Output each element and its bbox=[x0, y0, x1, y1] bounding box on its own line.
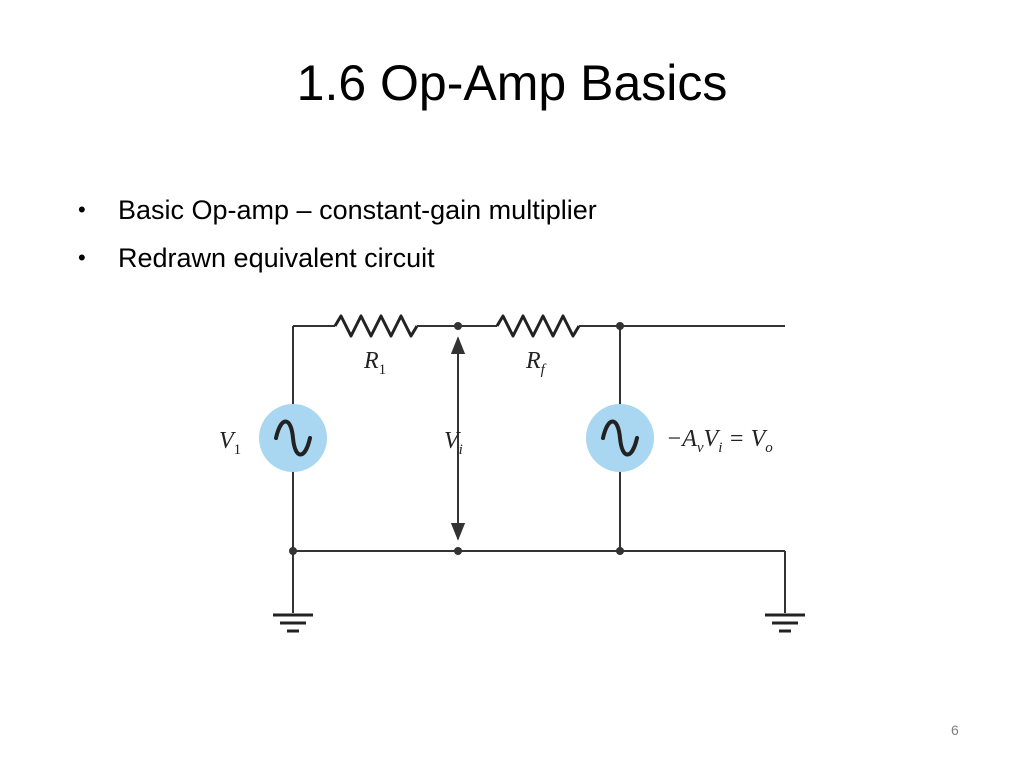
page-number: 6 bbox=[951, 722, 959, 738]
label-r1: R1 bbox=[363, 348, 386, 378]
bullet-text: Redrawn equivalent circuit bbox=[118, 243, 435, 273]
junction-dot bbox=[454, 547, 462, 555]
ground-icon bbox=[765, 613, 805, 633]
junction-dot bbox=[616, 547, 624, 555]
ac-source-icon bbox=[259, 404, 327, 472]
label-vi: Vi bbox=[444, 428, 463, 458]
resistor-r1 bbox=[333, 314, 419, 338]
bullet-list: • Basic Op-amp – constant-gain multiplie… bbox=[78, 186, 597, 282]
junction-dot bbox=[616, 322, 624, 330]
bullet-text: Basic Op-amp – constant-gain multiplier bbox=[118, 195, 597, 225]
bullet-item: • Basic Op-amp – constant-gain multiplie… bbox=[78, 186, 597, 234]
ac-source-icon bbox=[586, 404, 654, 472]
slide-title: 1.6 Op-Amp Basics bbox=[296, 55, 728, 111]
label-v1: V1 bbox=[219, 428, 241, 458]
bullet-marker: • bbox=[78, 197, 86, 222]
junction-dot bbox=[454, 322, 462, 330]
label-rf: Rf bbox=[525, 348, 547, 378]
ground-icon bbox=[273, 613, 313, 633]
bullet-item: • Redrawn equivalent circuit bbox=[78, 234, 597, 282]
junction-dot bbox=[289, 547, 297, 555]
bullet-marker: • bbox=[78, 245, 86, 270]
resistor-rf bbox=[495, 314, 581, 338]
label-output: −AvVi = Vo bbox=[666, 426, 773, 456]
